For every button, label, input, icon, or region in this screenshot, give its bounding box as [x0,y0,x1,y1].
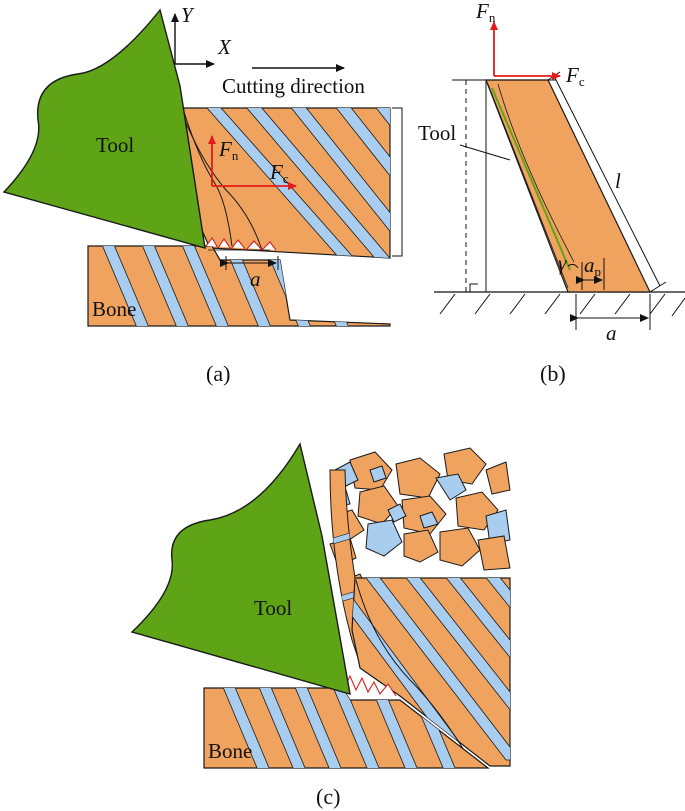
ap-dimension [576,258,605,290]
right-angle-mark [469,283,478,292]
bone-label-c: Bone [208,739,252,763]
depth-dimension [220,256,279,270]
panel-c: Tool Bone (c) [130,442,511,809]
hatch-marks [439,293,685,317]
lower-bone-block-c [203,687,490,769]
tool-shape [2,8,206,249]
normal-force-label-b: Fn [475,0,496,25]
x-axis-label: X [217,35,232,59]
tool-label-b: Tool [418,121,456,145]
crack-zone-c [343,674,397,697]
tool-leader-line [459,144,511,161]
bone-label: Bone [92,297,136,321]
y-axis-label: Y [181,3,195,27]
rake-angle-label: γ [558,251,567,275]
length-label: l [615,169,621,193]
tool-label: Tool [96,133,134,157]
cutting-direction-label: Cutting direction [222,74,365,98]
panel-b: Tool l Fn Fc γ ap a [418,0,685,386]
coordinate-axes: Y X [171,3,232,68]
upper-bone-block-c [351,577,511,767]
rake-angle-arc [567,263,579,269]
cutting-force-label-b: Fc [565,63,585,89]
thickness-bracket [392,107,403,257]
a-dimension [570,294,651,330]
depth-label: a [250,267,261,291]
force-vectors-b: Fn Fc [475,0,585,89]
force-vectors: Fn Fc [208,135,297,190]
cutting-force-label: Fc [269,160,289,186]
crack-zone [205,237,277,251]
ap-label: ap [584,253,601,279]
tool-shape-c [130,442,351,695]
a-label-b: a [606,321,617,345]
normal-force-label: Fn [218,137,239,163]
caption-c: (c) [316,784,340,809]
chip-shape [485,79,651,293]
panel-a: Y X Cutting direction [2,3,403,386]
caption-a: (a) [206,361,230,386]
tool-label-c: Tool [254,596,292,620]
caption-b: (b) [540,361,566,386]
